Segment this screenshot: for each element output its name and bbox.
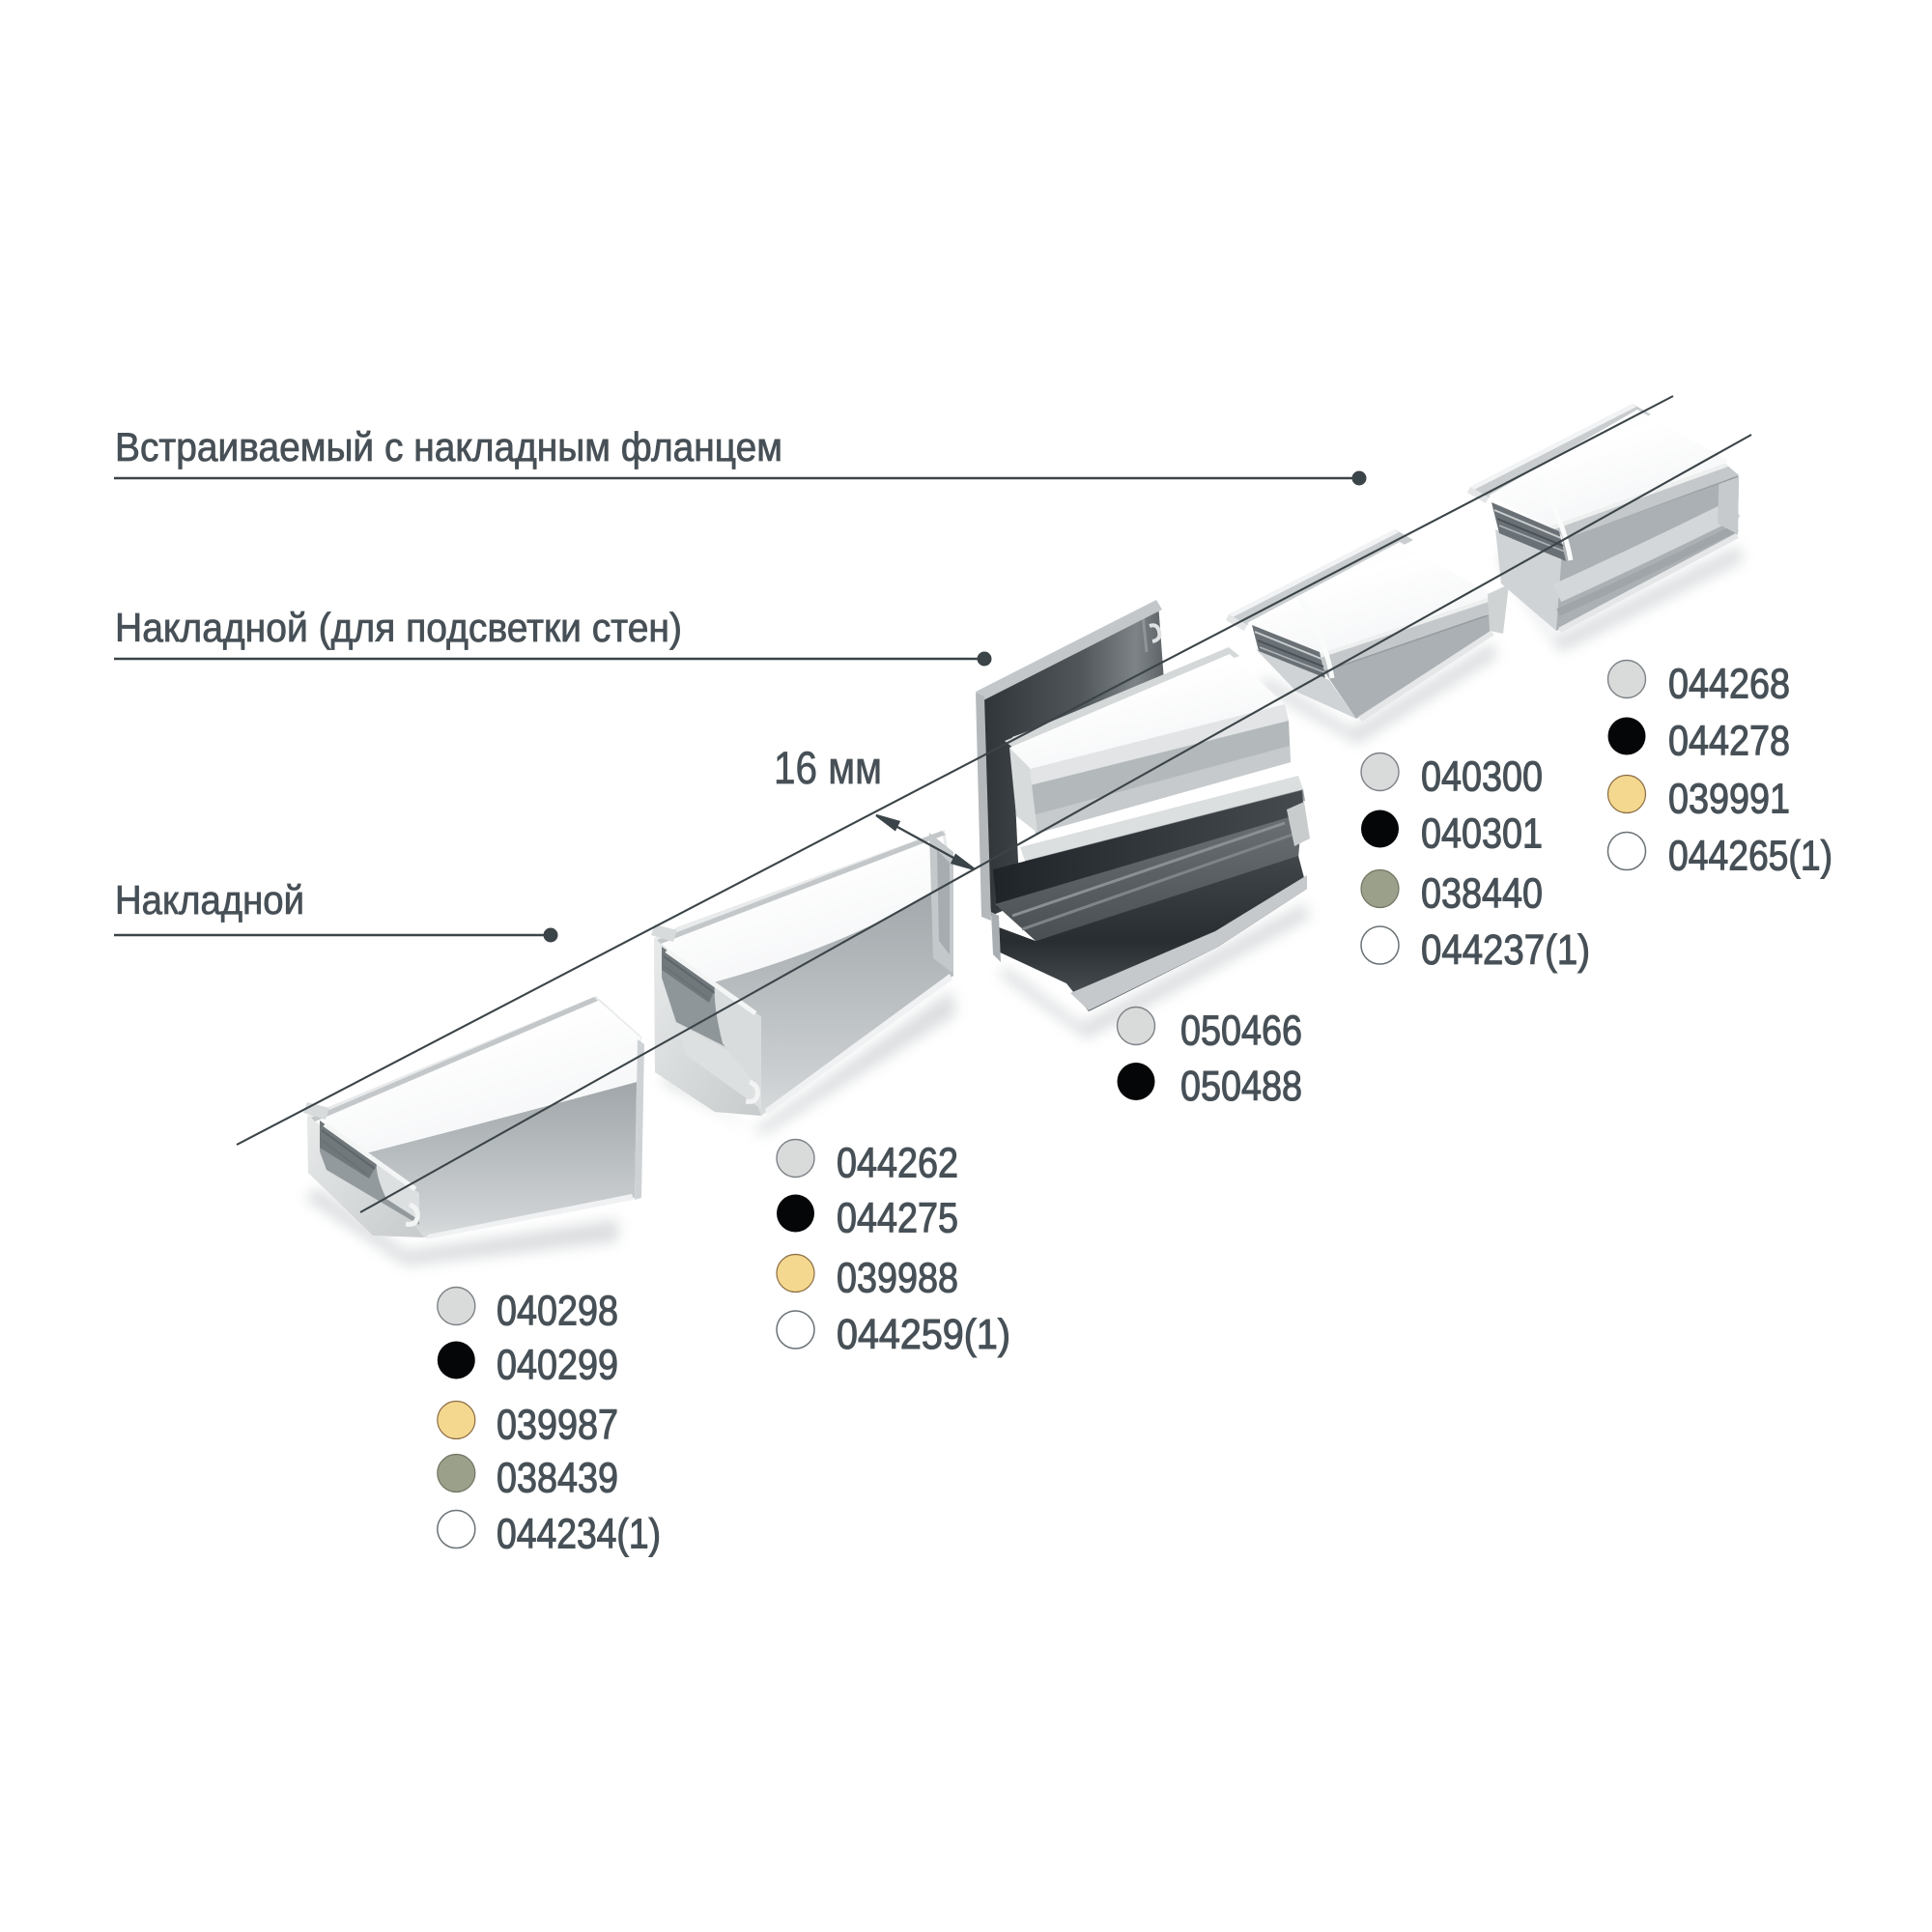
svg-text:050466: 050466 — [1180, 1008, 1302, 1055]
svg-text:044265(1): 044265(1) — [1668, 833, 1833, 880]
svg-text:044234(1): 044234(1) — [497, 1511, 661, 1558]
svg-text:040300: 040300 — [1421, 753, 1543, 801]
svg-text:Накладной: Накладной — [115, 877, 304, 923]
svg-text:040301: 040301 — [1421, 810, 1543, 858]
svg-text:044278: 044278 — [1668, 718, 1790, 765]
svg-text:044262: 044262 — [837, 1140, 958, 1187]
svg-text:040298: 040298 — [497, 1288, 618, 1335]
svg-text:Накладной (для подсветки стен): Накладной (для подсветки стен) — [115, 605, 682, 650]
svg-text:038439: 038439 — [497, 1455, 618, 1502]
svg-text:039988: 039988 — [837, 1255, 958, 1302]
svg-text:039987: 039987 — [497, 1402, 618, 1449]
svg-text:038440: 038440 — [1421, 870, 1543, 918]
svg-text:039991: 039991 — [1668, 776, 1790, 823]
svg-text:16 мм: 16 мм — [774, 742, 882, 793]
svg-text:050488: 050488 — [1180, 1063, 1302, 1110]
svg-text:044268: 044268 — [1668, 661, 1790, 708]
svg-text:044275: 044275 — [837, 1195, 958, 1242]
svg-text:044259(1): 044259(1) — [837, 1311, 1010, 1358]
svg-text:044237(1): 044237(1) — [1421, 926, 1590, 974]
svg-text:Встраиваемый с накладным фланц: Встраиваемый с накладным фланцем — [115, 424, 782, 469]
svg-text:040299: 040299 — [497, 1342, 618, 1389]
